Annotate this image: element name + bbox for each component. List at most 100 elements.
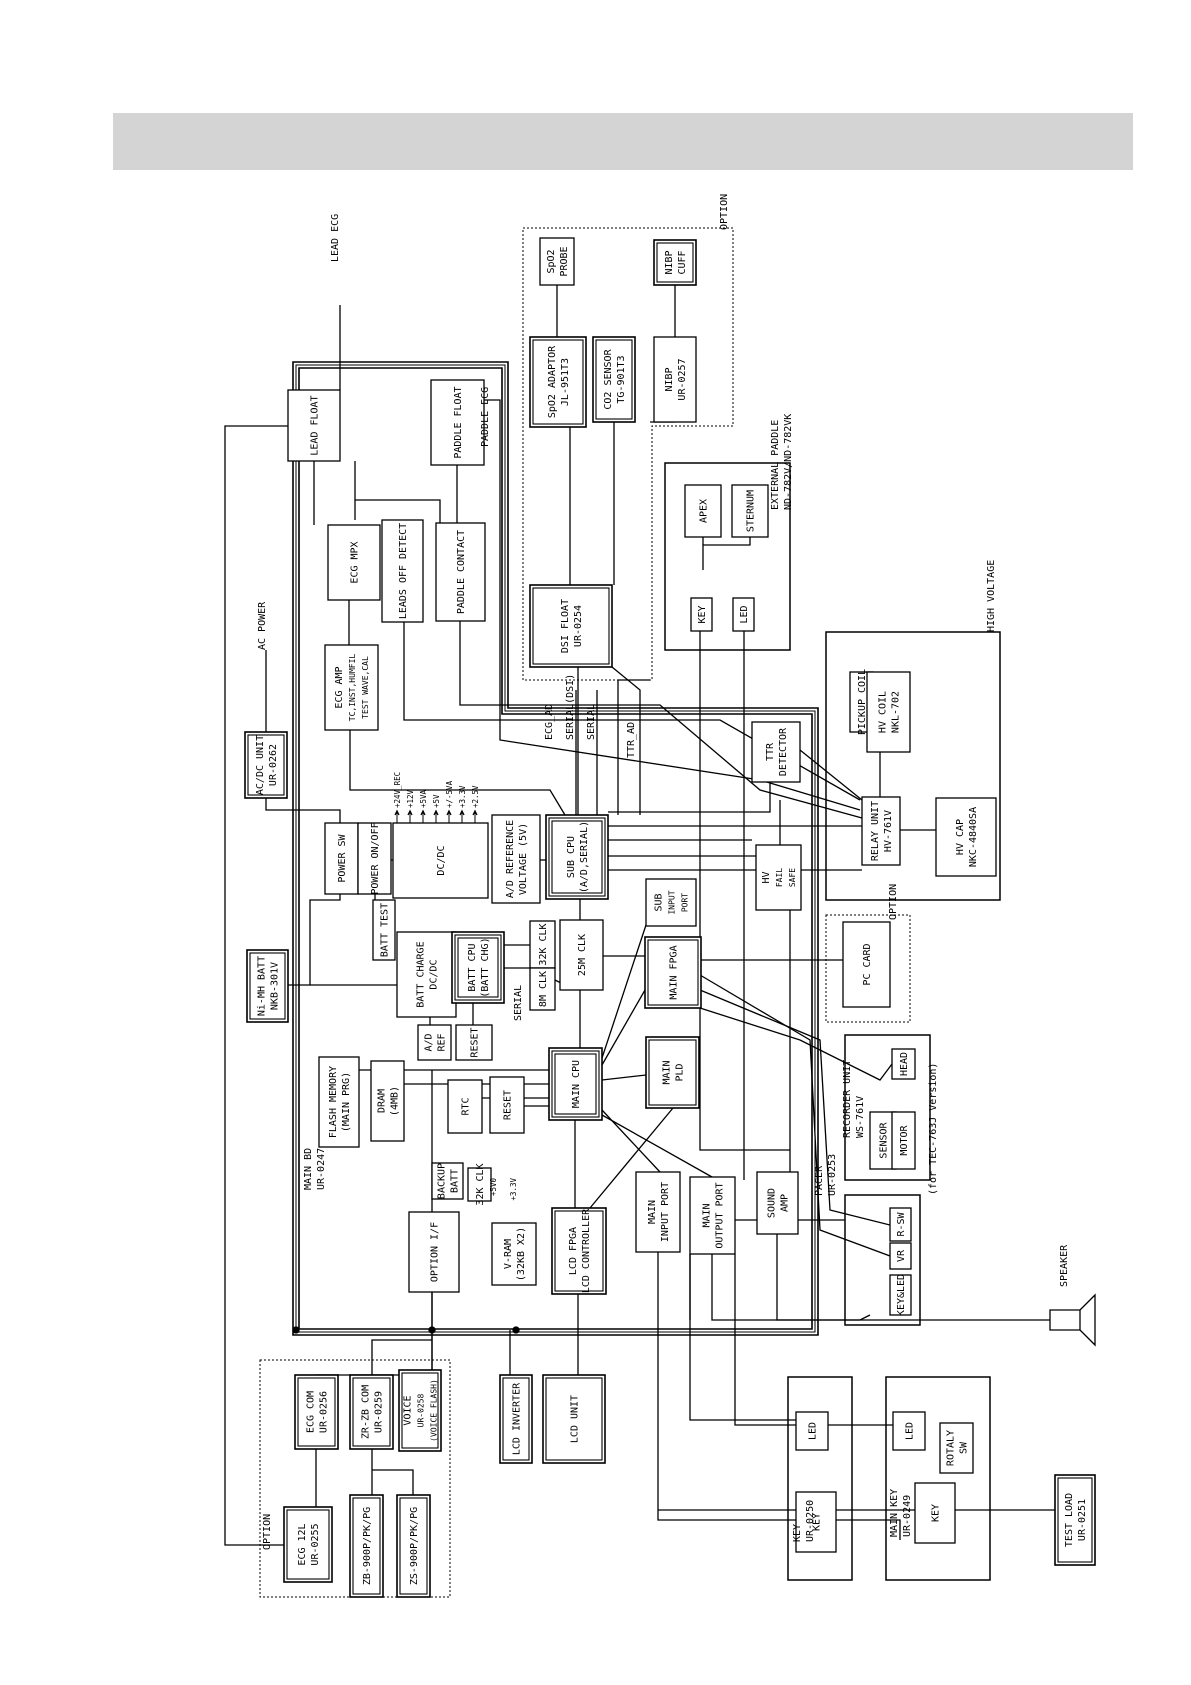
block-power-onoff-line-0: POWER ON/OFF [370,822,381,894]
block-pad-key: KEY [690,597,713,632]
block-main-output-line-1: OUTPUT PORT [715,1182,726,1248]
block-flash-line-0: FLASH MEMORY [328,1066,339,1138]
block-dram-line-0: DRAM [377,1089,388,1113]
block-clk-32kb-line-0: 32K CLK [475,1163,486,1205]
wire-44 [589,1107,674,1209]
label-mainkey-group-0: MAIN KEY [889,1489,900,1537]
block-clk-8m: 8M CLK [529,967,556,1011]
block-paddle-contact-line-0: PADDLE CONTACT [456,530,467,614]
block-batt-charge-line-0: BATT CHARGE [416,941,427,1007]
block-dram-line-1: (4MB) [390,1086,401,1116]
block-vram-line-1: (32KB X2) [516,1227,527,1281]
block-mk-rotary-line-1: SW [959,1441,970,1454]
block-power-sw-line-0: POWER SW [337,833,348,882]
dc-output-label: +/-5VA [445,780,454,808]
wire-77 [799,749,863,801]
label-mainkey-group-1: UR-0249 [902,1495,913,1537]
block-lcd-fpga-line-1: LCD CONTROLLER [581,1208,592,1293]
block-sternum-line-0: STERNUM [746,490,757,532]
wire-60 [372,1469,414,1495]
pacer-frame [844,1194,921,1326]
block-main-pld-line-0: MAIN [662,1060,673,1084]
block-sound-amp-line-0: SOUND [767,1188,778,1218]
block-pacer-rsw-line-0: R-SW [896,1211,907,1236]
label-option-bottom-0: OPTION [262,1514,273,1550]
block-ecg12l-line-0: ECG 12L [297,1523,308,1565]
block-main-input-line-1: INPUT PORT [660,1182,671,1242]
block-voice-line-1: UR-0258 [417,1393,426,1427]
block-pad-key-line-0: KEY [697,605,708,623]
label-option-bottom: OPTION [262,1514,273,1550]
block-batt-cpu-line-1: (BATT CHG) [480,937,491,997]
block-ecg-mpx: ECG MPX [327,524,381,601]
block-pad-led-line-0: LED [739,605,750,623]
block-spo2-probe-line-0: SpO2 [546,249,557,273]
wire-75 [611,666,641,815]
block-ds-float-line-1: UR-0254 [573,605,584,647]
label-speaker-0: SPEAKER [1059,1244,1070,1287]
main-board-frame-inner [295,364,816,1333]
label-tec-version-0: (for TEC-763J Version) [928,1063,939,1195]
block-dcdc-line-0: DC/DC [436,845,447,875]
main-board-frame-inner2 [298,367,813,1330]
block-main-output-line-0: MAIN [702,1203,713,1227]
block-reset2-line-0: RESET [503,1090,514,1120]
block-key-led-line-0: LED [808,1422,819,1440]
label-sig-serial-dsi: SERIAL(DSI) [565,674,576,740]
block-lcd-fpga-line-0: LCD FPGA [568,1227,579,1275]
wire-4 [355,499,441,523]
block-paddle-float: PADDLE FLOAT [430,379,485,466]
label-serial: SERIAL [513,985,524,1021]
block-dcdc: DC/DC [392,822,489,899]
block-hv-coil-line-0: HV COIL [878,691,889,733]
block-nibp-cuff-line-0: NIBP [664,250,675,274]
label-option-pc: OPTION [888,884,899,920]
block-pickup-line-0: PICKUP COIL [857,669,868,735]
block-rtc-line-0: RTC [461,1097,472,1115]
block-clk-32k: 32K CLK [529,920,556,969]
block-sub-cpu-line-1: (A/D,SERIAL) [579,821,590,893]
block-co2-line-0: CO2 SENSOR [603,348,614,409]
block-apex-line-0: APEX [699,499,710,523]
label-high-voltage-0: HIGH VOLTAGE [986,560,997,632]
block-ecg-amp-line-1: TC,INST,HUMFIL [348,654,357,722]
label-recorder-0: RECORDER UNIT [842,1060,853,1138]
main-board-frame [292,361,819,1336]
block-voice-line-0: VOICE [403,1395,414,1425]
label-option-top-0: OPTION [719,194,730,230]
block-hv-failsafe-line-1: FAIL [775,868,784,887]
block-batt-cpu-line-0: BATT CPU [467,943,478,991]
label-sig-serial-dsi-0: SERIAL(DSI) [565,674,576,740]
wire-40 [601,924,647,1059]
block-relay-line-0: RELAY UNIT [870,801,881,861]
block-vram: V-RAM(32KB X2) [491,1222,537,1286]
block-pacer-keyled-line-0: KEY&LED [896,1274,907,1316]
mainkey-group-frame [885,1376,991,1581]
block-hv-failsafe-line-0: HV [761,871,772,883]
block-ds-float-line-0: DSI FLOAT [560,599,571,653]
block-ad-ref-line-0: A/D REFERENCE [505,820,516,898]
block-reset2: RESET [489,1076,525,1134]
block-sub-input-line-2: PORT [681,893,690,912]
block-acdc-line-1: UR-0262 [268,744,279,786]
block-key-led: LED [795,1411,829,1451]
block-mk-led-line-0: LED [905,1422,916,1440]
block-nimh-batt-line-1: NKB-301V [270,962,281,1010]
key-group-frame [787,1376,853,1581]
block-batt-charge-line-1: DC/DC [429,959,440,989]
external-paddle-frame [664,462,791,651]
label-high-voltage: HIGH VOLTAGE [986,560,997,632]
option-pc-frame [825,914,911,1023]
block-acdc-line-0: AC/DC UNIT [255,735,266,795]
block-test-load-line-1: UR-0251 [1077,1499,1088,1541]
